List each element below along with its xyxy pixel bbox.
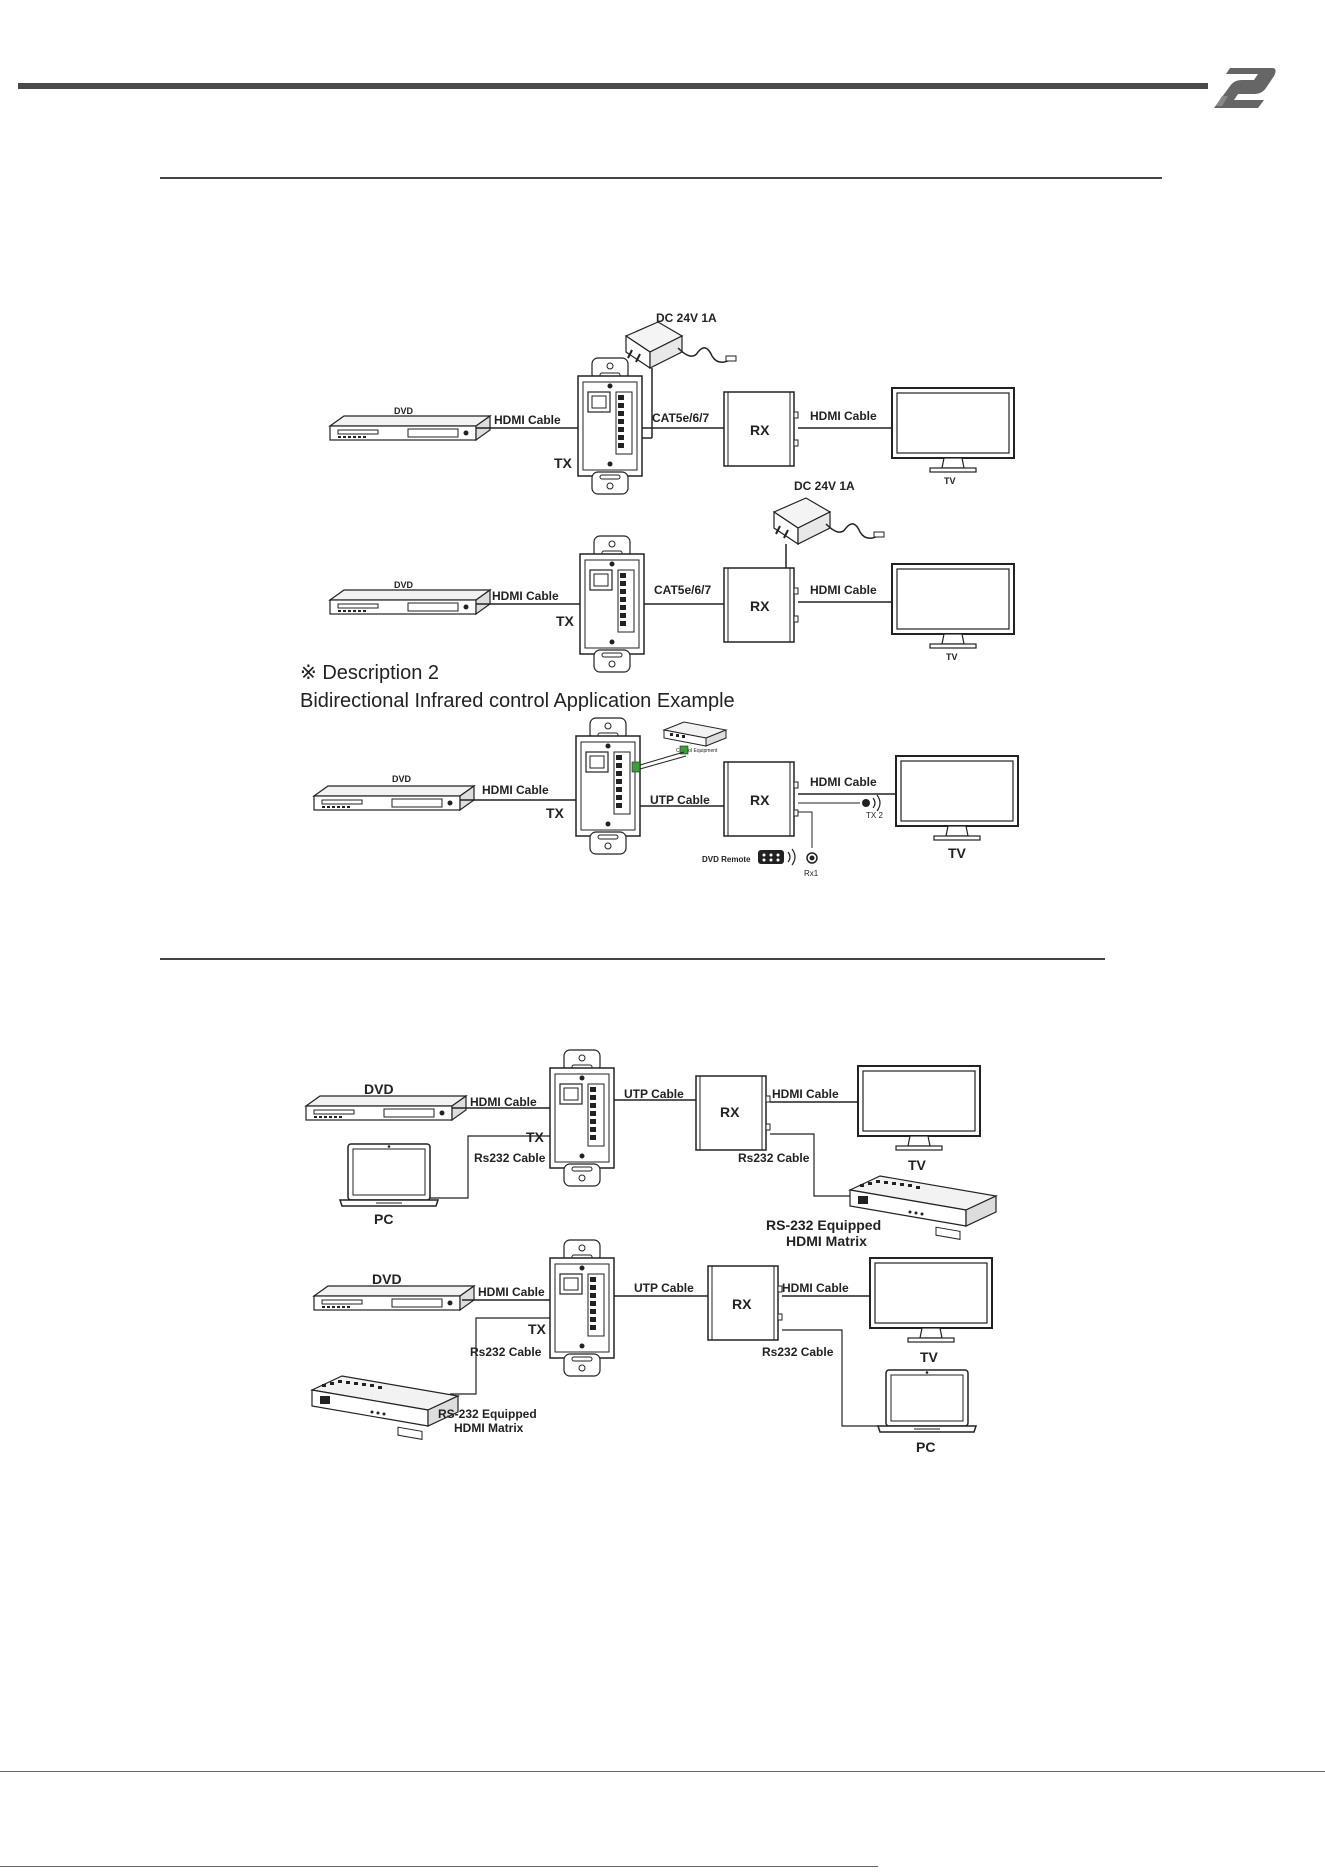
description-2-heading: ※ Description 2 [300, 660, 439, 685]
dvd-label: DVD [372, 1271, 402, 1287]
matrix-label-line1: RS-232 Equipped [766, 1217, 881, 1233]
laptop-pc-icon [339, 1143, 439, 1207]
ir-emitter-tx2-icon [862, 794, 881, 812]
section-rule-top [160, 177, 1162, 179]
pc-label: PC [374, 1211, 393, 1227]
diagram-3-infrared: DVD HDMI Cable TX Control Equipment UTP … [313, 717, 1019, 878]
tv-icon [891, 563, 1015, 649]
hdmi-cable-label: HDMI Cable [772, 1087, 839, 1101]
hdmi-cable-label: HDMI Cable [494, 413, 561, 427]
hdmi-cable-label: HDMI Cable [478, 1285, 545, 1299]
reference-mark: ※ [300, 662, 317, 684]
tv-label: TV [948, 845, 967, 861]
tx-label: TX [526, 1129, 545, 1145]
diagram-5-rs232: DVD HDMI Cable TX Rs232 Cable RS-232 Equ… [311, 1239, 993, 1455]
tv-label: TV [920, 1349, 939, 1365]
tx-label: TX [554, 455, 573, 471]
matrix-label-line2: HDMI Matrix [454, 1421, 524, 1435]
power-adapter-icon [625, 321, 737, 369]
footer-rule-bottom [0, 1866, 878, 1867]
diagram-2: DC 24V 1A DVD HDMI Cable TX CAT5e/6/7 RX… [329, 479, 1015, 673]
tx-wall-plate-icon [549, 1239, 615, 1377]
dvd-player-icon [313, 785, 475, 811]
brand-logo-icon [1214, 68, 1276, 108]
section-rule-middle [160, 958, 1105, 960]
power-label: DC 24V 1A [656, 311, 717, 325]
pc-label: PC [916, 1439, 935, 1455]
tv-icon [869, 1257, 993, 1343]
rs232-cable-label: Rs232 Cable [738, 1151, 810, 1165]
dvd-player-icon [329, 415, 491, 441]
cat-cable-label: CAT5e/6/7 [654, 583, 711, 597]
rs232-cable-label: Rs232 Cable [470, 1345, 542, 1359]
hdmi-cable-label: HDMI Cable [482, 783, 549, 797]
rx-label: RX [732, 1296, 752, 1312]
tx2-label: TX 2 [866, 811, 883, 820]
dvd-label: DVD [394, 580, 414, 590]
utp-cable-label: UTP Cable [624, 1087, 684, 1101]
diagram-1: DC 24V 1A DVD HDMI Cable TX CAT5e/6/7 RX… [329, 311, 1015, 495]
tv-label: TV [946, 652, 958, 662]
ir-connector-icon [631, 761, 641, 773]
hdmi-cable-label: HDMI Cable [782, 1281, 849, 1295]
tv-label: TV [944, 476, 956, 486]
tv-icon [891, 387, 1015, 473]
rx-label: RX [750, 792, 770, 808]
rs232-cable-label: Rs232 Cable [474, 1151, 546, 1165]
hdmi-matrix-icon [311, 1375, 459, 1440]
diagram-4-rs232: DVD HDMI Cable TX Rs232 Cable PC UTP Cab… [305, 1049, 997, 1249]
tv-label: TV [908, 1157, 927, 1173]
control-equipment-label: Control Equipment [676, 748, 718, 754]
tx-label: TX [546, 805, 565, 821]
laptop-pc-icon [877, 1369, 977, 1433]
dvd-label: DVD [392, 774, 412, 784]
rx-label: RX [750, 598, 770, 614]
tx-wall-plate-icon [575, 717, 641, 855]
tv-icon [895, 755, 1019, 841]
tx-wall-plate-icon [577, 357, 643, 495]
tx-wall-plate-icon [549, 1049, 615, 1187]
dvd-remote-label: DVD Remote [702, 855, 751, 864]
tx-label: TX [556, 613, 575, 629]
description-2-title: Description 2 [322, 662, 440, 684]
dvd-player-icon [313, 1285, 475, 1311]
control-equipment-icon [663, 721, 727, 747]
matrix-label-line2: HDMI Matrix [786, 1233, 867, 1249]
tv-icon [857, 1065, 981, 1151]
dvd-label: DVD [364, 1081, 394, 1097]
hdmi-cable-label: HDMI Cable [810, 775, 877, 789]
dvd-label: DVD [394, 406, 414, 416]
matrix-label-line1: RS-232 Equipped [438, 1407, 537, 1421]
rx-label: RX [720, 1104, 740, 1120]
rx1-label: Rx1 [804, 869, 819, 878]
hdmi-cable-label: HDMI Cable [810, 583, 877, 597]
dvd-player-icon [329, 589, 491, 615]
ir-receiver-rx1-icon [806, 852, 818, 864]
rx-label: RX [750, 422, 770, 438]
footer-rule [0, 1771, 1325, 1772]
tx-label: TX [528, 1321, 547, 1337]
dvd-player-icon [305, 1095, 467, 1121]
hdmi-cable-label: HDMI Cable [492, 589, 559, 603]
power-label: DC 24V 1A [794, 479, 855, 493]
utp-cable-label: UTP Cable [634, 1281, 694, 1295]
header-bar [18, 83, 1208, 89]
ir-connector-icon [679, 745, 689, 755]
power-adapter-icon [773, 497, 885, 545]
hdmi-cable-label: HDMI Cable [810, 409, 877, 423]
description-2-subtitle: Bidirectional Infrared control Applicati… [300, 690, 735, 712]
cat-cable-label: CAT5e/6/7 [652, 411, 709, 425]
utp-cable-label: UTP Cable [650, 793, 710, 807]
remote-control-icon [758, 848, 796, 866]
rs232-cable-label: Rs232 Cable [762, 1345, 834, 1359]
hdmi-cable-label: HDMI Cable [470, 1095, 537, 1109]
tx-wall-plate-icon [579, 535, 645, 673]
